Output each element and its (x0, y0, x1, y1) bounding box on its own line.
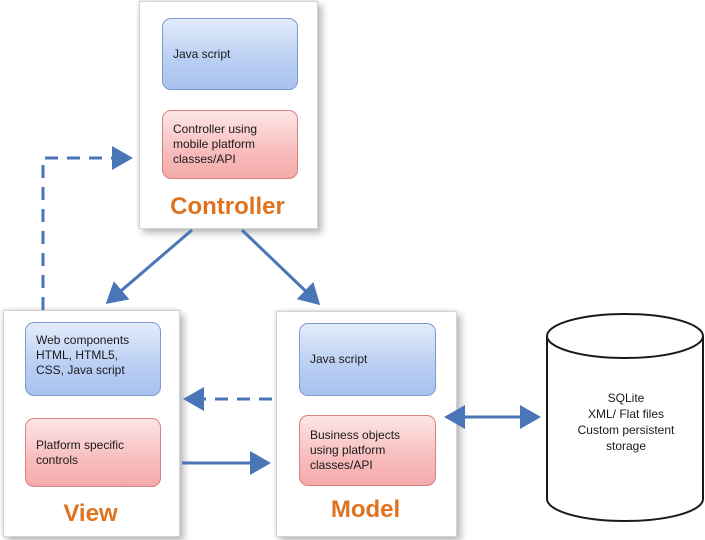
arrow-controller-to-view (105, 228, 193, 304)
view-platform-controls-label: Platform specific controls (36, 437, 125, 467)
model-title: Model (330, 496, 401, 523)
controller-logic-box: Controller using mobile platform classes… (162, 110, 298, 179)
view-title: View (63, 500, 118, 527)
arrow-view-to-controller-dashed (41, 146, 133, 310)
controller-javascript-box: Java script (162, 18, 298, 90)
storage-cylinder (546, 313, 704, 522)
controller-logic-label: Controller using mobile platform classes… (173, 122, 258, 166)
controller-javascript-label: Java script (173, 46, 231, 61)
view-platform-controls-box: Platform specific controls (25, 418, 161, 487)
model-business-objects-label: Business objects using platform classes/… (310, 428, 401, 472)
model-business-objects-box: Business objects using platform classes/… (299, 415, 436, 486)
model-javascript-box: Java script (299, 323, 436, 396)
model-javascript-label: Java script (310, 352, 368, 366)
view-web-components-box: Web components HTML, HTML5, CSS, Java sc… (25, 322, 161, 396)
storage-label: SQLite XML/ Flat files Custom persistent… (577, 391, 675, 453)
arrow-controller-to-model (240, 228, 321, 306)
controller-title: Controller (170, 193, 285, 220)
view-web-components-label: Web components HTML, HTML5, CSS, Java sc… (36, 333, 130, 377)
